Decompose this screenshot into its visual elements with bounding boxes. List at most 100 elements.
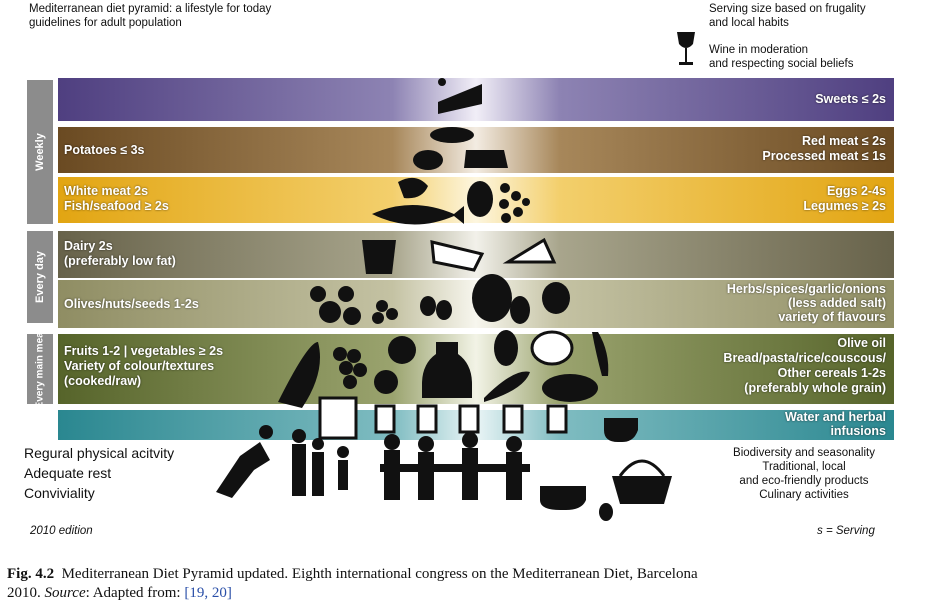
wine-line1: Wine in moderation bbox=[709, 44, 809, 56]
caption-text1: Mediterranean Diet Pyramid updated. Eigh… bbox=[61, 566, 698, 582]
cauliflower-icon bbox=[530, 330, 574, 366]
potato-icon bbox=[413, 150, 443, 170]
dairy-label: Dairy 2s bbox=[64, 239, 113, 253]
family-dining-icon bbox=[380, 432, 530, 500]
meat-labels: Red meat ≤ 2s Processed meat ≤ 1s bbox=[762, 134, 886, 164]
red-meat-icon bbox=[464, 150, 508, 168]
side-label-weekly-text: Weekly bbox=[34, 133, 46, 171]
sweets-label: Sweets ≤ 2s bbox=[815, 92, 886, 106]
edition-label: 2010 edition bbox=[30, 525, 93, 537]
dairy-labels: Dairy 2s (preferably low fat) bbox=[64, 239, 176, 269]
apple-icon bbox=[388, 336, 416, 364]
herbs-label: Herbs/spices/garlic/onions bbox=[726, 282, 886, 296]
caption-text3: : Adapted from: bbox=[85, 585, 181, 601]
caption-text2: 2010. bbox=[7, 585, 41, 601]
garlic-icon bbox=[542, 282, 570, 314]
side-label-every-day-text: Every day bbox=[34, 251, 46, 303]
flavours-note: variety of flavours bbox=[778, 310, 886, 324]
salt-note: (less added salt) bbox=[788, 296, 886, 310]
leaf-icon bbox=[484, 371, 530, 402]
sustainability-list: Biodiversity and seasonality Traditional… bbox=[706, 446, 902, 502]
potatoes-label: Potatoes ≤ 3s bbox=[64, 143, 145, 157]
artichoke-icon bbox=[494, 330, 518, 366]
cheese-wedge-icon bbox=[502, 237, 557, 264]
olives-icon bbox=[420, 296, 452, 320]
herbs-labels: Herbs/spices/garlic/onions (less added s… bbox=[727, 282, 886, 324]
eco-label: and eco-friendly products bbox=[739, 475, 869, 487]
wine-note: Wine in moderation and respecting social… bbox=[709, 43, 853, 71]
activity-label: Regural physical acitvity bbox=[24, 445, 175, 461]
colour-label: Variety of colour/textures bbox=[64, 359, 215, 373]
legumes-label: Legumes ≥ 2s bbox=[803, 199, 886, 213]
side-label-every-day: Every day bbox=[27, 231, 53, 323]
serving-line1: Serving size based on frugality bbox=[709, 3, 866, 15]
caption-line1: Fig. 4.2 Mediterranean Diet Pyramid upda… bbox=[7, 565, 919, 584]
wholegrain-label: (preferably whole grain) bbox=[744, 381, 886, 395]
traditional-label: Traditional, local bbox=[762, 461, 846, 473]
caption-line2: 2010. Source: Adapted from: [19, 20] bbox=[7, 584, 919, 603]
onion-icon bbox=[472, 274, 512, 322]
caption-label: Fig. 4.2 bbox=[7, 566, 55, 582]
side-label-weekly: Weekly bbox=[27, 80, 53, 224]
egg-icon bbox=[467, 181, 493, 217]
title-line1: Mediterranean diet pyramid: a lifestyle … bbox=[29, 3, 272, 15]
water-jug-icon bbox=[318, 396, 358, 440]
serving-line2: and local habits bbox=[709, 17, 789, 29]
culinary-label: Culinary activities bbox=[759, 489, 849, 501]
tea-cup-icon bbox=[604, 418, 638, 442]
white-meat-label: White meat 2s bbox=[64, 184, 149, 198]
legumes-icon bbox=[499, 183, 530, 223]
kiwi-icon bbox=[374, 370, 398, 394]
fish-label: Fish/seafood ≥ 2s bbox=[64, 199, 169, 213]
berries-icon bbox=[372, 300, 398, 324]
caption-source: Source bbox=[44, 585, 86, 601]
nuts-icon bbox=[310, 286, 361, 325]
bread-icon bbox=[542, 374, 598, 402]
rest-label: Adequate rest bbox=[24, 465, 112, 481]
water-label: Water and herbal bbox=[785, 410, 886, 424]
fruits-labels: Fruits 1-2 | vegetables ≥ 2s Variety of … bbox=[64, 344, 223, 389]
cooked-label: (cooked/raw) bbox=[64, 374, 142, 388]
wine-line2: and respecting social beliefs bbox=[709, 58, 854, 70]
pyramid-illustration bbox=[216, 78, 672, 521]
lifestyle-list: Regural physical acitvity Adequate rest … bbox=[24, 443, 174, 503]
cake-icon bbox=[438, 78, 482, 114]
fruits-label: Fruits 1-2 | vegetables ≥ 2s bbox=[64, 344, 224, 358]
red-meat-label: Red meat ≤ 2s bbox=[802, 134, 886, 148]
fish-icon bbox=[372, 205, 464, 225]
white-meat-labels: White meat 2s Fish/seafood ≥ 2s bbox=[64, 184, 169, 214]
title-line2: guidelines for adult population bbox=[29, 17, 182, 29]
pyramid-title: Mediterranean diet pyramid: a lifestyle … bbox=[29, 2, 271, 30]
serving-note: Serving size based on frugality and loca… bbox=[709, 2, 866, 30]
caption-refs-link[interactable]: [19, 20] bbox=[184, 585, 232, 601]
water-glasses-icon bbox=[374, 404, 568, 434]
side-label-every-main-meal-text: Every main meal bbox=[34, 329, 46, 409]
exercising-people-icon bbox=[216, 425, 349, 498]
cereals-labels: Olive oil Bread/pasta/rice/couscous/ Oth… bbox=[723, 336, 886, 396]
wheat-icon bbox=[592, 332, 609, 376]
band-fruits: Fruits 1-2 | vegetables ≥ 2s Variety of … bbox=[58, 334, 894, 404]
serving-key: s = Serving bbox=[817, 525, 875, 537]
biodiversity-label: Biodiversity and seasonality bbox=[733, 447, 875, 459]
olive-oil-label: Olive oil bbox=[837, 336, 886, 350]
bread-label: Bread/pasta/rice/couscous/ bbox=[723, 351, 886, 365]
cereals-label: Other cereals 1-2s bbox=[777, 366, 886, 380]
sausage-icon bbox=[430, 127, 474, 143]
processed-meat-label: Processed meat ≤ 1s bbox=[762, 149, 886, 163]
conviviality-label: Conviviality bbox=[24, 485, 95, 501]
side-label-every-main-meal: Every main meal bbox=[27, 330, 53, 408]
vegetable-basket-icon bbox=[612, 459, 672, 504]
chicken-leg-icon bbox=[398, 177, 428, 199]
infusions-label: infusions bbox=[830, 424, 886, 438]
dairy-note: (preferably low fat) bbox=[64, 254, 176, 268]
figure-caption: Fig. 4.2 Mediterranean Diet Pyramid upda… bbox=[7, 565, 919, 603]
cheese-icon bbox=[430, 240, 485, 272]
olives-label: Olives/nuts/seeds 1-2s bbox=[64, 297, 199, 311]
tomato-icon bbox=[510, 296, 530, 324]
olive-oil-bottle-icon bbox=[422, 342, 472, 398]
watermelon-icon bbox=[278, 342, 320, 408]
eggs-label: Eggs 2-4s bbox=[826, 184, 886, 198]
water-labels: Water and herbal infusions bbox=[785, 410, 886, 438]
grapes-icon bbox=[333, 347, 367, 389]
mushroom-icon bbox=[599, 503, 613, 521]
